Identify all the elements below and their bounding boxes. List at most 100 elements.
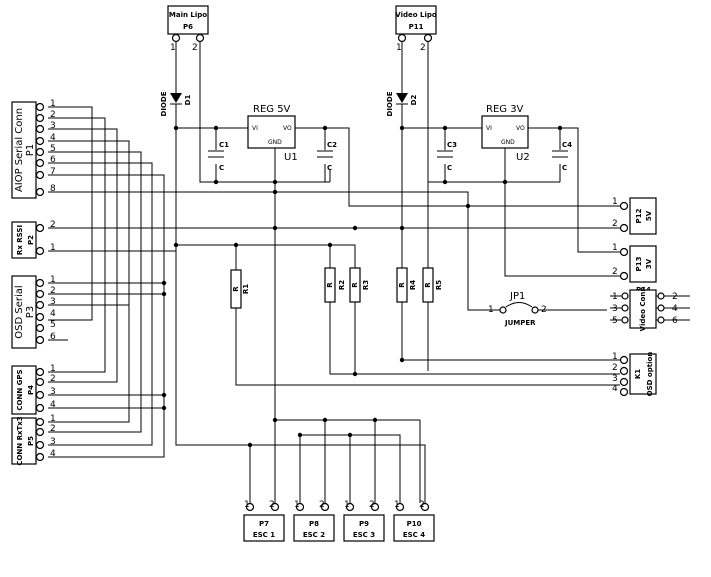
resistor-r4: R R4 bbox=[396, 267, 417, 303]
svg-text:ESC 4: ESC 4 bbox=[403, 531, 425, 539]
c2-val: C bbox=[327, 164, 332, 172]
svg-text:Video Conn: Video Conn bbox=[639, 287, 647, 332]
svg-text:3: 3 bbox=[50, 387, 56, 397]
svg-text:2: 2 bbox=[50, 286, 56, 296]
connector-p1: AIOP Serial Conn P1 1 2 3 4 5 6 7 8 bbox=[11, 99, 56, 199]
capacitor-c4: C4 C bbox=[552, 141, 572, 172]
connector-p8: 1 2 P8 ESC 2 bbox=[293, 500, 335, 542]
svg-text:1: 1 bbox=[394, 500, 400, 510]
u1-name: REG 5V bbox=[253, 104, 291, 115]
p11-pin1: 1 bbox=[396, 43, 402, 53]
junction-dots bbox=[161, 125, 563, 448]
svg-text:1: 1 bbox=[50, 414, 56, 424]
svg-text:R1: R1 bbox=[242, 284, 250, 294]
connector-p14: P14 Video Conn 1 3 5 2 4 6 bbox=[612, 286, 678, 331]
svg-text:1: 1 bbox=[50, 243, 56, 253]
svg-text:ESC 2: ESC 2 bbox=[303, 531, 325, 539]
svg-text:R: R bbox=[232, 286, 240, 292]
svg-text:6: 6 bbox=[672, 316, 678, 326]
connector-p4: CONN GPS P4 1 2 3 4 bbox=[11, 364, 56, 415]
svg-text:ESC 1: ESC 1 bbox=[253, 531, 275, 539]
svg-text:2: 2 bbox=[269, 500, 275, 510]
svg-text:2: 2 bbox=[319, 500, 325, 510]
svg-text:3: 3 bbox=[612, 374, 618, 384]
p1-ref: P1 bbox=[25, 144, 36, 156]
svg-text:5: 5 bbox=[50, 320, 56, 330]
connector-p10: 1 2 P10 ESC 4 bbox=[393, 500, 435, 542]
svg-text:5V: 5V bbox=[645, 210, 653, 221]
connector-p5: CONN RxTx3 P5 1 2 3 4 bbox=[11, 414, 56, 466]
p6-pin2: 2 bbox=[192, 43, 198, 53]
connector-p6: Main Lipo P6 1 2 bbox=[167, 5, 209, 53]
d1-ref: D1 bbox=[184, 95, 192, 106]
svg-text:1: 1 bbox=[344, 500, 350, 510]
diode-d1: DIODE D1 bbox=[160, 91, 192, 116]
svg-text:2: 2 bbox=[672, 292, 678, 302]
c1-ref: C1 bbox=[219, 141, 229, 149]
svg-text:4: 4 bbox=[50, 309, 56, 319]
d2-ref: D2 bbox=[410, 95, 418, 106]
p5-ref: P5 bbox=[27, 436, 35, 446]
c3-val: C bbox=[447, 164, 452, 172]
p2-name: Rx RSSI bbox=[16, 225, 24, 255]
svg-text:2: 2 bbox=[50, 110, 56, 120]
svg-text:P12: P12 bbox=[635, 208, 643, 223]
c4-ref: C4 bbox=[562, 141, 572, 149]
u1-ref: U1 bbox=[284, 152, 298, 163]
c1-val: C bbox=[219, 164, 224, 172]
u2-name: REG 3V bbox=[486, 104, 524, 115]
svg-text:JP1: JP1 bbox=[509, 291, 525, 302]
svg-text:6: 6 bbox=[50, 155, 56, 165]
connector-p12: P12 5V 1 2 bbox=[612, 197, 657, 235]
p3-ref: P3 bbox=[25, 306, 36, 318]
p11-name: Video Lipo bbox=[395, 11, 437, 19]
svg-text:5: 5 bbox=[50, 144, 56, 154]
p1-name: AIOP Serial Conn bbox=[14, 108, 25, 192]
u2-ref: U2 bbox=[516, 152, 530, 163]
u1-vo: VO bbox=[283, 125, 292, 132]
svg-text:4: 4 bbox=[612, 384, 618, 394]
capacitor-c3: C3 C bbox=[437, 141, 457, 172]
svg-text:4: 4 bbox=[50, 449, 56, 459]
svg-text:4: 4 bbox=[50, 133, 56, 143]
svg-text:4: 4 bbox=[672, 304, 678, 314]
wires bbox=[48, 42, 690, 503]
svg-text:P10: P10 bbox=[407, 520, 422, 528]
regulator-u2: REG 3V VI VO GND U2 bbox=[481, 104, 530, 163]
svg-text:1: 1 bbox=[244, 500, 250, 510]
svg-text:2: 2 bbox=[50, 374, 56, 384]
svg-text:P8: P8 bbox=[309, 520, 319, 528]
u2-vi: VI bbox=[486, 125, 492, 132]
u1-vi: VI bbox=[252, 125, 258, 132]
svg-text:2: 2 bbox=[612, 363, 618, 373]
p6-pin1: 1 bbox=[170, 43, 176, 53]
svg-text:2: 2 bbox=[50, 424, 56, 434]
regulator-u1: REG 5V VI VO GND U1 bbox=[247, 104, 298, 163]
c4-val: C bbox=[562, 164, 567, 172]
svg-text:R: R bbox=[326, 282, 334, 288]
resistor-r5: R R5 bbox=[422, 267, 443, 303]
svg-text:JUMPER: JUMPER bbox=[504, 319, 536, 327]
svg-text:1: 1 bbox=[612, 243, 618, 253]
resistor-r1: R R1 bbox=[230, 269, 250, 309]
svg-text:1: 1 bbox=[50, 99, 56, 109]
svg-text:3: 3 bbox=[612, 304, 618, 314]
jumper-jp1: JP1 1 2 JUMPER bbox=[488, 291, 547, 327]
svg-text:K1: K1 bbox=[634, 369, 642, 379]
resistor-r3: R R3 bbox=[349, 267, 370, 303]
svg-text:OSD option: OSD option bbox=[646, 352, 654, 397]
svg-text:2: 2 bbox=[612, 219, 618, 229]
svg-text:R5: R5 bbox=[435, 280, 443, 290]
svg-text:R4: R4 bbox=[409, 280, 417, 290]
p11-ref: P11 bbox=[409, 23, 424, 31]
svg-text:1: 1 bbox=[612, 352, 618, 362]
svg-text:R: R bbox=[398, 282, 406, 288]
p2-ref: P2 bbox=[27, 235, 35, 245]
svg-text:3: 3 bbox=[50, 121, 56, 131]
d2-type: DIODE bbox=[386, 91, 394, 116]
svg-text:2: 2 bbox=[612, 267, 618, 277]
u2-gnd: GND bbox=[501, 139, 515, 146]
connector-p2: Rx RSSI P2 2 1 bbox=[11, 220, 56, 259]
u1-gnd: GND bbox=[268, 139, 282, 146]
